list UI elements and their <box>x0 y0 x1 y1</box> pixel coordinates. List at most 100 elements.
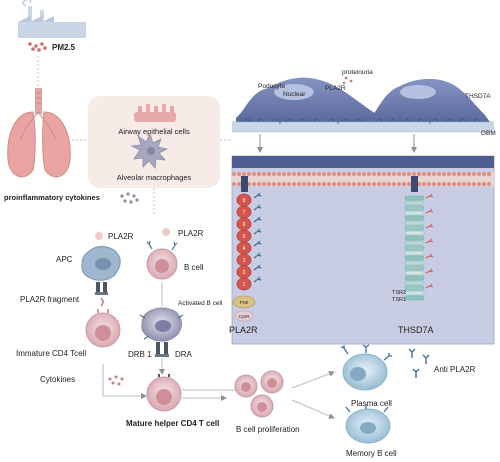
lipid-head <box>387 172 391 176</box>
b-cell-label: B cell <box>184 263 204 272</box>
thsd7a-panel-label: THSD7A <box>398 325 434 335</box>
lipid-head <box>382 182 386 186</box>
lipid-head <box>312 172 316 176</box>
fnii-domain <box>232 295 256 309</box>
proteinuria-dots-icon <box>342 76 353 85</box>
lipid-head <box>432 182 436 186</box>
lipid-head <box>377 172 381 176</box>
lipid-head <box>447 182 451 186</box>
lipid-head <box>392 182 396 186</box>
lipid-head <box>272 182 276 186</box>
b-cell-icon <box>146 240 178 280</box>
proinflammatory-label: proinflammatory cytokines <box>4 193 100 202</box>
lipid-head <box>487 182 491 186</box>
lipid-head <box>402 182 406 186</box>
lipid-head <box>277 172 281 176</box>
tsr-domain <box>404 275 425 281</box>
cytokines-label: Cytokines <box>40 375 75 384</box>
lipid-head <box>252 182 256 186</box>
drb1-dra-receptor-icon <box>155 342 169 357</box>
thsd7a-receptor-icon <box>404 193 434 301</box>
lipid-head <box>327 172 331 176</box>
antibody-icon <box>253 240 262 247</box>
ctld-number: 8 <box>243 198 246 204</box>
lipid-head <box>302 182 306 186</box>
pla2r-left-label: PLA2R <box>108 232 134 241</box>
lipid-head <box>287 182 291 186</box>
lipid-head <box>347 172 351 176</box>
tsr-domain <box>404 220 425 226</box>
tsr-domain <box>404 280 425 286</box>
alveolar-macrophage-icon <box>130 132 169 169</box>
lipid-head <box>382 172 386 176</box>
lipid-head <box>362 182 366 186</box>
lipid-head <box>407 172 411 176</box>
tsr-domain <box>404 235 425 241</box>
lipid-head <box>232 182 236 186</box>
to-memory-arrow <box>291 399 335 419</box>
plasma-cell-icon <box>340 344 392 391</box>
tsr-domain <box>404 210 425 216</box>
lipid-head <box>377 182 381 186</box>
cysr-domain <box>234 310 254 322</box>
lipid-head <box>257 182 261 186</box>
antibody-icon <box>425 268 434 274</box>
tsr2-label: TSR2 <box>392 290 406 296</box>
proteinuria-label: proteinuria <box>342 69 373 76</box>
lipid-head <box>357 172 361 176</box>
lipid-head <box>452 172 456 176</box>
b-cell-proliferation-icon <box>234 370 284 418</box>
cell-membrane <box>232 172 494 186</box>
lipid-head <box>252 172 256 176</box>
lipid-head <box>467 182 471 186</box>
thsd7a-top-label: THSD7A <box>465 93 491 100</box>
lipid-head <box>307 172 311 176</box>
tsr-domain <box>404 245 425 251</box>
lipid-head <box>462 182 466 186</box>
lipid-head <box>277 182 281 186</box>
lipid-head <box>337 182 341 186</box>
tsr-domain <box>404 195 425 201</box>
lipid-head <box>352 182 356 186</box>
lipid-head <box>312 182 316 186</box>
lipid-head <box>362 172 366 176</box>
pla2r-fragment-label: PLA2R fragment <box>20 295 80 304</box>
to-plasma-arrow <box>291 370 335 389</box>
lipid-head <box>427 172 431 176</box>
tsr-domain <box>404 240 425 246</box>
airway-label: Airway epithelial cells <box>118 127 190 136</box>
airway-panel <box>88 96 220 188</box>
lipid-head <box>457 172 461 176</box>
lipid-head <box>472 182 476 186</box>
tsr-domain <box>404 285 425 291</box>
lipid-head <box>332 182 336 186</box>
lipid-head <box>262 182 266 186</box>
lipid-head <box>292 172 296 176</box>
lipid-head <box>432 172 436 176</box>
lipid-head <box>357 182 361 186</box>
lipid-head <box>232 172 236 176</box>
lipid-head <box>237 172 241 176</box>
pla2r-antigen-icon <box>95 232 103 240</box>
pm25-label: PM2.5 <box>52 43 76 52</box>
airway-epithelial-icon <box>134 104 176 122</box>
lipid-head <box>457 182 461 186</box>
lipid-head <box>297 172 301 176</box>
tsr-domain <box>404 265 425 271</box>
tsr-domain <box>404 260 425 266</box>
lipid-head <box>422 182 426 186</box>
t-cell-maturation-arrow <box>102 364 147 399</box>
tsr-domain <box>404 270 425 276</box>
anti-pla2r-antibody-icon <box>408 348 430 378</box>
fragment-icon <box>100 297 104 307</box>
antibody-icon <box>253 252 262 259</box>
antibody-icon <box>253 228 262 235</box>
lipid-head <box>442 182 446 186</box>
lipid-head <box>237 182 241 186</box>
lipid-head <box>482 172 486 176</box>
podocyte-right-icon <box>368 78 490 123</box>
immature-t-cell-icon <box>85 309 121 348</box>
lipid-head <box>322 182 326 186</box>
lipid-head <box>427 182 431 186</box>
